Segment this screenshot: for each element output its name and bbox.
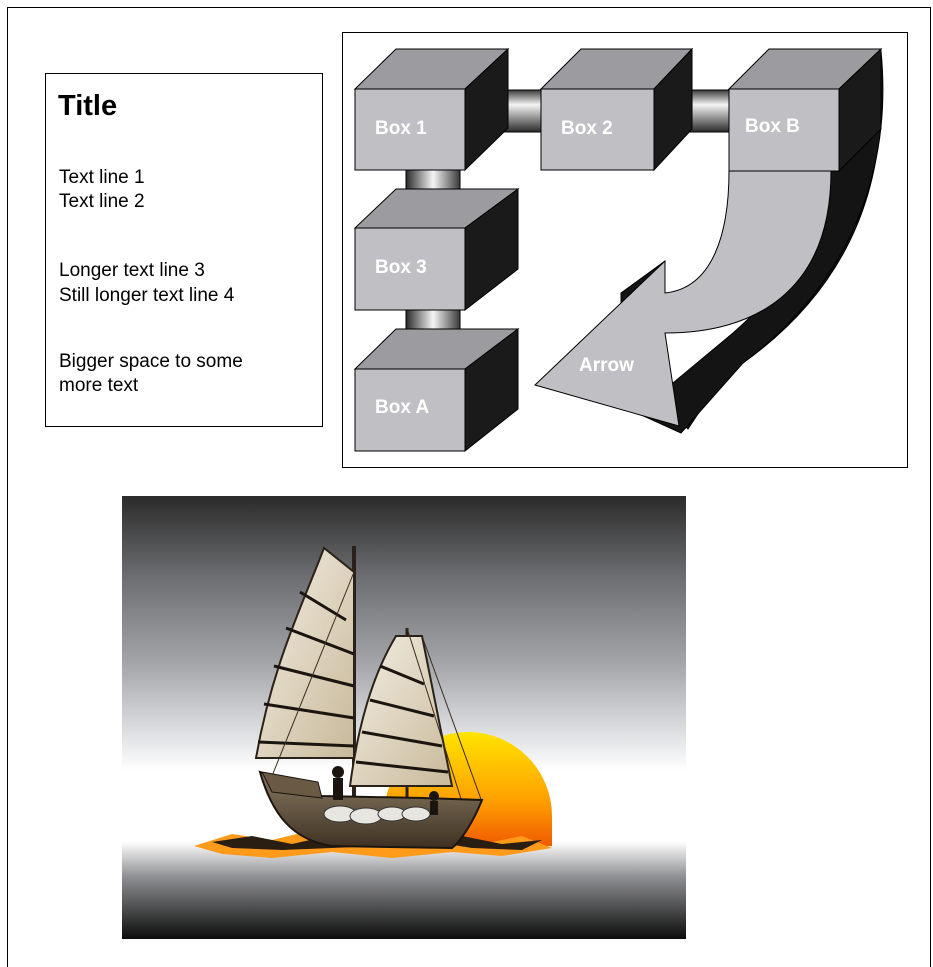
text-line: Longer text line 3: [59, 259, 205, 283]
junk-ship-illustration: [122, 496, 686, 939]
box-1-label: Box 1: [375, 118, 427, 139]
box-2: Box 2: [541, 49, 692, 170]
box-a-label: Box A: [375, 397, 429, 418]
box-a: Box A: [355, 329, 518, 451]
text-line: Bigger space to some: [59, 350, 243, 374]
arrow-label: Arrow: [579, 355, 634, 376]
text-line: more text: [59, 374, 138, 398]
box-3: Box 3: [355, 189, 518, 310]
ship-image: [122, 496, 686, 939]
text-line: Text line 2: [59, 190, 145, 214]
text-line: Text line 1: [59, 166, 145, 190]
text-line: Still longer text line 4: [59, 284, 234, 308]
box-diagram: Arrow Box 1 Box 2 Box B: [343, 33, 909, 469]
box-3-label: Box 3: [375, 257, 427, 278]
diagram-panel: Arrow Box 1 Box 2 Box B: [342, 32, 908, 468]
box-2-label: Box 2: [561, 118, 613, 139]
box-1: Box 1: [355, 49, 508, 170]
text-panel: Title Text line 1 Text line 2 Longer tex…: [45, 73, 323, 427]
panel-title: Title: [58, 90, 117, 123]
box-b-label: Box B: [745, 116, 800, 137]
